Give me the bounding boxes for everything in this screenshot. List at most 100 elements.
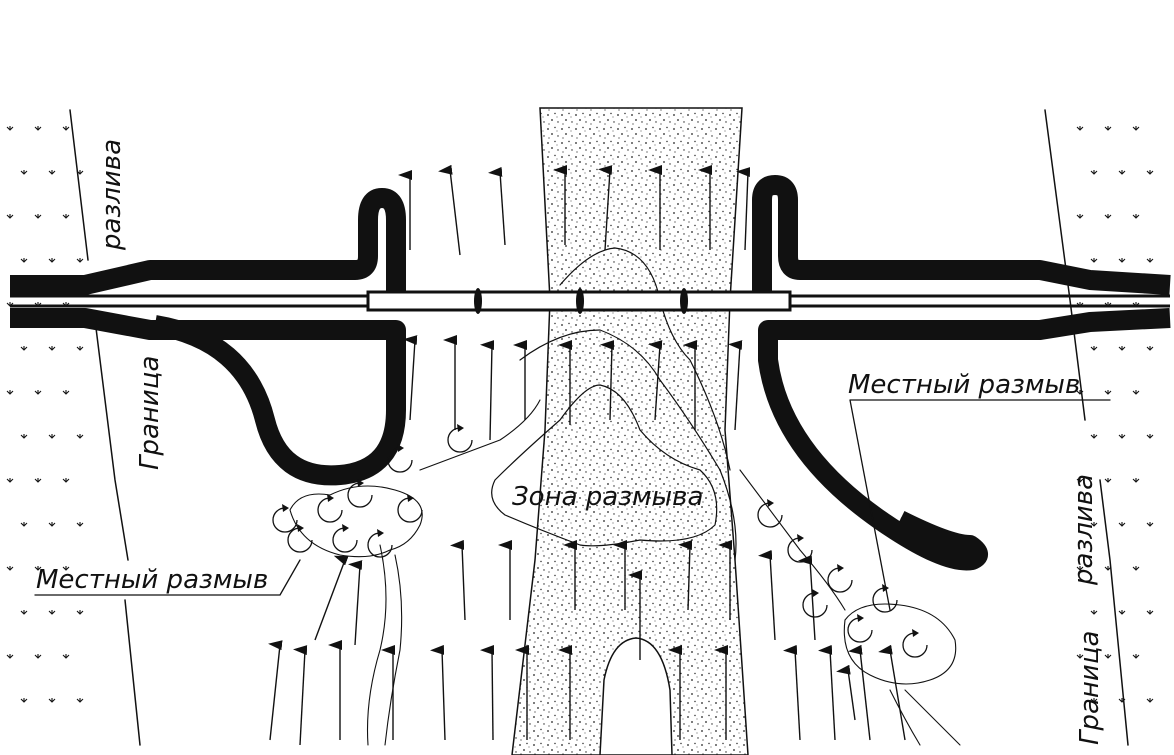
- flow-arrow-icon: [598, 165, 613, 251]
- right-flood-boundary-line: [1044, 109, 1129, 746]
- grass-tick-icon: [1146, 258, 1154, 263]
- flow-arrow-icon: [600, 340, 615, 421]
- right-floodplain-vegetation: [1076, 126, 1154, 703]
- eddy-swirl-icon: [902, 629, 928, 658]
- grass-tick-icon: [1090, 522, 1098, 527]
- grass-tick-icon: [1090, 346, 1098, 351]
- left-floodplain-vegetation: [6, 126, 84, 703]
- left-guide-dike: [10, 188, 406, 486]
- flow-arrow-icon: [403, 335, 418, 421]
- grass-tick-icon: [1132, 390, 1140, 395]
- grass-tick-icon: [1146, 610, 1154, 615]
- flow-arrow-icon: [818, 644, 836, 741]
- grass-tick-icon: [20, 610, 28, 615]
- local-scour-label-right: Местный размыв: [848, 370, 1080, 400]
- eddy-swirl-icon: [387, 444, 413, 473]
- flow-arrow-icon: [480, 340, 495, 441]
- flow-arrow-icon: [438, 164, 461, 256]
- flow-arrow-icon: [848, 644, 871, 741]
- grass-tick-icon: [20, 434, 28, 439]
- grass-tick-icon: [48, 258, 56, 263]
- local-scour-label-left: Местный размыв: [36, 565, 268, 595]
- flow-arrow-icon: [648, 340, 663, 421]
- left-boundary-label-top: разлива: [97, 139, 127, 251]
- grass-tick-icon: [6, 654, 14, 659]
- grass-tick-icon: [76, 434, 84, 439]
- grass-tick-icon: [1118, 258, 1126, 263]
- flow-arrow-icon: [430, 644, 446, 741]
- grass-tick-icon: [20, 522, 28, 527]
- grass-tick-icon: [76, 610, 84, 615]
- grass-tick-icon: [6, 478, 14, 483]
- grass-tick-icon: [20, 346, 28, 351]
- flow-arrow-icon: [450, 539, 466, 621]
- grass-tick-icon: [48, 434, 56, 439]
- bridge-pier: [474, 288, 482, 314]
- flow-arrow-icon: [878, 644, 906, 741]
- flow-arrow-icon: [736, 167, 751, 251]
- grass-tick-icon: [1132, 214, 1140, 219]
- grass-tick-icon: [6, 390, 14, 395]
- grass-tick-icon: [1090, 610, 1098, 615]
- central-shoal: [599, 637, 673, 755]
- grass-tick-icon: [62, 214, 70, 219]
- flow-arrow-icon: [758, 549, 776, 641]
- grass-tick-icon: [1118, 522, 1126, 527]
- grass-tick-icon: [1132, 478, 1140, 483]
- grass-tick-icon: [1076, 126, 1084, 131]
- flow-arrow-icon: [488, 166, 506, 246]
- eddy-swirl-icon: [317, 494, 343, 523]
- grass-tick-icon: [1090, 258, 1098, 263]
- bridge-deck: [10, 288, 1170, 314]
- right-boundary-label-top: разлива: [1069, 474, 1099, 586]
- eddy-swirl-icon: [367, 529, 393, 558]
- grass-tick-icon: [1146, 522, 1154, 527]
- grass-tick-icon: [1104, 478, 1112, 483]
- left-boundary-label-bottom: Граница: [135, 356, 165, 470]
- grass-tick-icon: [1076, 478, 1084, 483]
- grass-tick-icon: [62, 478, 70, 483]
- grass-tick-icon: [1104, 566, 1112, 571]
- grass-tick-icon: [1146, 698, 1154, 703]
- grass-tick-icon: [48, 522, 56, 527]
- grass-tick-icon: [76, 258, 84, 263]
- eddy-swirl-icon: [397, 494, 423, 523]
- grass-tick-icon: [1076, 566, 1084, 571]
- grass-tick-icon: [76, 698, 84, 703]
- grass-tick-icon: [48, 170, 56, 175]
- grass-tick-icon: [62, 566, 70, 571]
- grass-tick-icon: [34, 390, 42, 395]
- left-flood-boundary-line: [69, 109, 141, 746]
- left-local-scour-outline: [289, 399, 541, 746]
- grass-tick-icon: [1118, 346, 1126, 351]
- grass-tick-icon: [1104, 654, 1112, 659]
- eddy-swirl-icon: [287, 524, 313, 553]
- grass-tick-icon: [34, 654, 42, 659]
- grass-tick-icon: [34, 566, 42, 571]
- eddies: [272, 424, 928, 658]
- eddy-swirl-icon: [847, 614, 873, 643]
- grass-tick-icon: [48, 610, 56, 615]
- eddy-swirl-icon: [272, 504, 298, 533]
- grass-tick-icon: [1132, 126, 1140, 131]
- grass-tick-icon: [76, 522, 84, 527]
- flow-arrow-icon: [798, 554, 816, 641]
- grass-tick-icon: [48, 698, 56, 703]
- flow-arrow-icon: [314, 555, 349, 641]
- grass-tick-icon: [1118, 610, 1126, 615]
- eddy-swirl-icon: [347, 479, 373, 508]
- label-leaders: [34, 399, 1111, 611]
- grass-tick-icon: [20, 698, 28, 703]
- grass-tick-icon: [1076, 654, 1084, 659]
- grass-tick-icon: [62, 126, 70, 131]
- eddy-swirl-icon: [757, 499, 783, 528]
- bridge-pier: [680, 288, 688, 314]
- flow-arrow-icon: [836, 664, 856, 721]
- grass-tick-icon: [1118, 170, 1126, 175]
- flow-arrow-icon: [480, 644, 495, 741]
- grass-tick-icon: [34, 214, 42, 219]
- grass-tick-icon: [1118, 434, 1126, 439]
- bridge-pier: [576, 288, 584, 314]
- grass-tick-icon: [62, 654, 70, 659]
- grass-tick-icon: [1132, 654, 1140, 659]
